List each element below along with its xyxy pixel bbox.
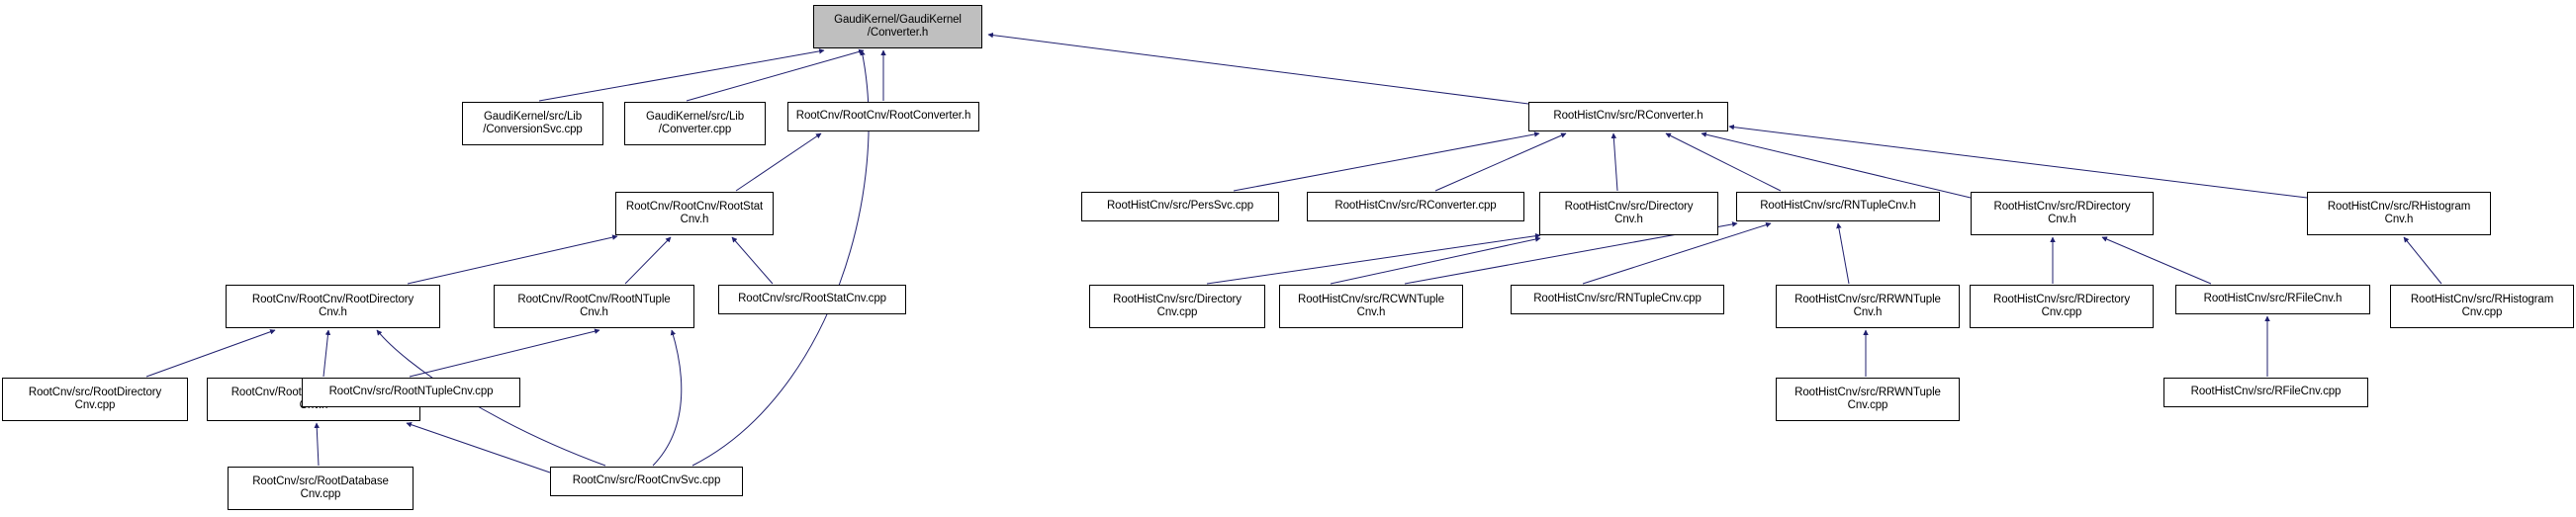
graph-node-rconverter_h[interactable]: RootHistCnv/src/RConverter.h [1528,102,1728,131]
edge-perssvc_cpp-to-rconverter_h [1233,131,1540,192]
edge-rootcnvsvc_cpp-to-rootdatabasecnv_h [406,422,551,474]
graph-node-conversionsvc_cpp[interactable]: GaudiKernel/src/Lib /ConversionSvc.cpp [462,102,603,145]
graph-node-label: RootHistCnv/src/RConverter.h [1553,110,1703,123]
edge-rntuplecnv_h-to-rconverter_h [1665,132,1782,192]
graph-node-converter_h: GaudiKernel/GaudiKernel /Converter.h [813,5,982,48]
graph-node-label: RootHistCnv/src/RNTupleCnv.cpp [1533,293,1702,305]
edge-rootdatabasecnv_cpp-to-rootdatabasecnv_h [314,422,320,467]
graph-node-rntuplecnv_cpp[interactable]: RootHistCnv/src/RNTupleCnv.cpp [1511,285,1724,314]
graph-node-label: RootHistCnv/src/RDirectory Cnv.cpp [1993,293,2130,319]
graph-node-label: RootCnv/RootCnv/RootDirectory Cnv.h [251,293,414,319]
edge-directorycnv_cpp-to-directorycnv_h [1206,232,1541,285]
graph-node-label: RootCnv/src/RootDirectory Cnv.cpp [28,386,162,412]
graph-node-label: RootHistCnv/src/RNTupleCnv.h [1760,200,1916,213]
edge-rconverter_cpp-to-rconverter_h [1434,132,1567,192]
graph-node-rootntuplecnv_cpp[interactable]: RootCnv/src/RootNTupleCnv.cpp [302,378,520,407]
graph-node-label: RootHistCnv/src/RRWNTuple Cnv.cpp [1794,386,1941,412]
graph-node-label: RootHistCnv/src/RConverter.cpp [1334,200,1497,213]
graph-node-label: RootHistCnv/src/PersSvc.cpp [1106,200,1254,213]
graph-node-rhistogramcnv_h[interactable]: RootHistCnv/src/RHistogram Cnv.h [2307,192,2491,235]
graph-node-label: GaudiKernel/src/Lib /ConversionSvc.cpp [483,110,583,136]
graph-node-label: RootHistCnv/src/RDirectory Cnv.h [1993,200,2131,226]
graph-node-label: RootCnv/src/RootNTupleCnv.cpp [328,386,494,398]
edge-rootstatcnv_cpp-to-rootstatcnv_h [731,236,774,285]
graph-node-label: RootHistCnv/src/RHistogram Cnv.cpp [2410,293,2554,319]
edge-rhistogramcnv_cpp-to-rhistogramcnv_h [2403,236,2442,285]
edge-rootdatabasecnv_h-to-rootdirectorycnv_h [322,329,331,378]
graph-node-converter_cpp[interactable]: GaudiKernel/src/Lib /Converter.cpp [624,102,766,145]
graph-node-label: GaudiKernel/GaudiKernel /Converter.h [834,13,962,40]
edge-rrwntuplecnv_h-to-rntuplecnv_h [1836,222,1850,285]
graph-node-rrwntuplecnv_h[interactable]: RootHistCnv/src/RRWNTuple Cnv.h [1776,285,1960,328]
graph-node-rfilecnv_h[interactable]: RootHistCnv/src/RFileCnv.h [2175,285,2370,314]
graph-node-label: RootHistCnv/src/RRWNTuple Cnv.h [1794,293,1941,319]
graph-node-label: RootCnv/RootCnv/RootStat Cnv.h [625,200,764,226]
edge-rconverter_h-to-converter_h [987,32,1529,105]
graph-node-directorycnv_h[interactable]: RootHistCnv/src/Directory Cnv.h [1539,192,1718,235]
edge-rootntuplecnv_cpp-to-rootntuplecnv_h [409,328,600,378]
graph-node-rrwntuplecnv_cpp[interactable]: RootHistCnv/src/RRWNTuple Cnv.cpp [1776,378,1960,421]
graph-node-rootntuplecnv_h[interactable]: RootCnv/RootCnv/RootNTuple Cnv.h [494,285,694,328]
graph-node-rootdirectorycnv_h[interactable]: RootCnv/RootCnv/RootDirectory Cnv.h [226,285,440,328]
graph-node-rootdatabasecnv_cpp[interactable]: RootCnv/src/RootDatabase Cnv.cpp [228,467,414,510]
edge-rntuplecnv_cpp-to-rntuplecnv_h [1582,221,1772,285]
edge-rcwntuplecnv_h-to-directorycnv_h [1330,236,1541,285]
graph-node-rconverter_cpp[interactable]: RootHistCnv/src/RConverter.cpp [1307,192,1524,221]
graph-node-perssvc_cpp[interactable]: RootHistCnv/src/PersSvc.cpp [1081,192,1279,221]
edge-rhistogramcnv_h-to-rconverter_h [1728,124,2308,199]
graph-node-rcwntuplecnv_h[interactable]: RootHistCnv/src/RCWNTuple Cnv.h [1279,285,1463,328]
graph-node-rfilecnv_cpp[interactable]: RootHistCnv/src/RFileCnv.cpp [2163,378,2368,407]
graph-node-rntuplecnv_h[interactable]: RootHistCnv/src/RNTupleCnv.h [1736,192,1940,221]
graph-node-label: RootCnv/RootCnv/RootNTuple Cnv.h [517,293,671,319]
edge-rootntuplecnv_h-to-rootstatcnv_h [624,236,672,285]
edge-rootcnvsvc_cpp-to-rootntuplecnv_h [652,329,683,467]
graph-node-label: RootHistCnv/src/RCWNTuple Cnv.h [1298,293,1444,319]
graph-node-label: RootHistCnv/src/Directory Cnv.cpp [1113,293,1242,319]
graph-node-label: RootCnv/src/RootStatCnv.cpp [738,293,886,305]
graph-node-label: RootCnv/src/RootDatabase Cnv.cpp [252,474,389,501]
graph-node-rootstatcnv_h[interactable]: RootCnv/RootCnv/RootStat Cnv.h [615,192,774,235]
edge-converter_cpp-to-converter_h [686,48,865,102]
graph-node-rootdirectorycnv_cpp[interactable]: RootCnv/src/RootDirectory Cnv.cpp [2,378,188,421]
edge-rootstatcnv_h-to-rootconverter_h [735,132,822,192]
edge-rootdirectorycnv_cpp-to-rootdirectorycnv_h [145,329,276,378]
graph-node-rdirectorycnv_h[interactable]: RootHistCnv/src/RDirectory Cnv.h [1971,192,2154,235]
edge-rootdirectorycnv_h-to-rootstatcnv_h [407,234,618,285]
graph-node-label: GaudiKernel/src/Lib /Converter.cpp [645,110,745,136]
graph-node-label: RootCnv/src/RootCnvSvc.cpp [572,474,721,487]
graph-node-label: RootHistCnv/src/RFileCnv.h [2203,293,2343,305]
graph-node-rootstatcnv_cpp[interactable]: RootCnv/src/RootStatCnv.cpp [718,285,906,314]
graph-node-label: RootHistCnv/src/RFileCnv.cpp [2190,386,2342,398]
edge-directorycnv_h-to-rconverter_h [1610,132,1618,192]
graph-node-rootcnvsvc_cpp[interactable]: RootCnv/src/RootCnvSvc.cpp [550,467,743,496]
edge-conversionsvc_cpp-to-converter_h [538,48,825,102]
graph-node-rdirectorycnv_cpp[interactable]: RootHistCnv/src/RDirectory Cnv.cpp [1970,285,2154,328]
graph-node-label: RootHistCnv/src/RHistogram Cnv.h [2327,200,2471,226]
graph-node-label: RootHistCnv/src/Directory Cnv.h [1564,200,1694,226]
graph-node-label: RootCnv/RootCnv/RootConverter.h [795,110,971,123]
graph-node-rootconverter_h[interactable]: RootCnv/RootCnv/RootConverter.h [787,102,979,131]
edge-rdirectorycnv_h-to-rconverter_h [1701,131,1972,199]
edge-rfilecnv_h-to-rdirectorycnv_h [2101,236,2212,285]
graph-node-directorycnv_cpp[interactable]: RootHistCnv/src/Directory Cnv.cpp [1089,285,1265,328]
graph-node-rhistogramcnv_cpp[interactable]: RootHistCnv/src/RHistogram Cnv.cpp [2390,285,2574,328]
